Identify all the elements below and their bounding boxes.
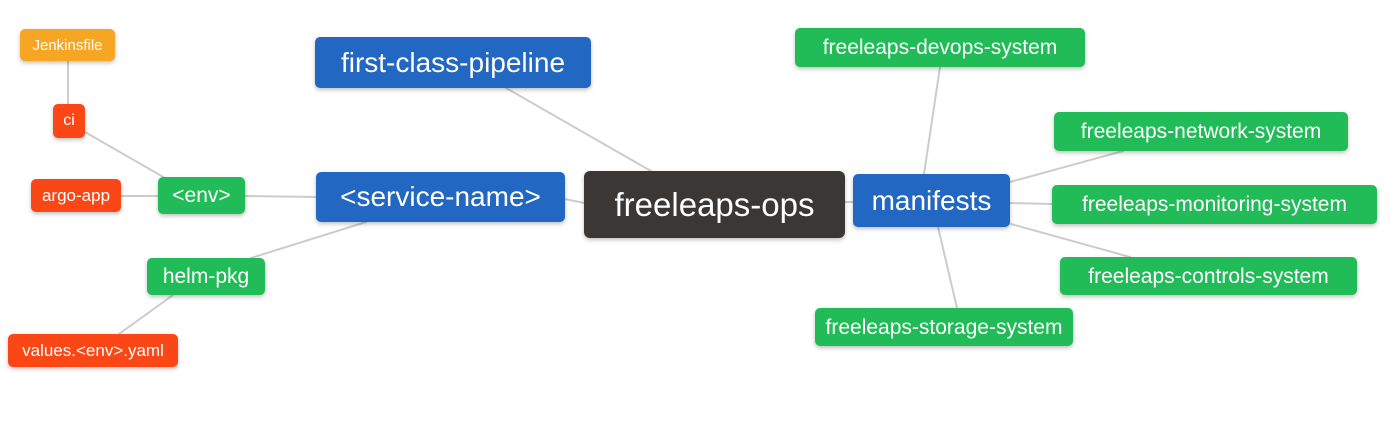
edge-manifests-to-freeleaps-controls-system (1010, 223, 1131, 258)
node-service-name[interactable]: <service-name> (316, 172, 565, 222)
edge-helm-pkg-to-service-name (250, 221, 367, 259)
node-manifests[interactable]: manifests (853, 174, 1010, 227)
edge-manifests-to-freeleaps-network-system (1009, 150, 1124, 183)
edge-values-env-yaml-to-helm-pkg (118, 294, 174, 335)
node-ci[interactable]: ci (53, 104, 85, 138)
node-freeleaps-monitoring-system[interactable]: freeleaps-monitoring-system (1052, 185, 1377, 224)
node-values-env-yaml[interactable]: values.<env>.yaml (8, 334, 178, 367)
node-helm-pkg[interactable]: helm-pkg (147, 258, 265, 295)
edge-service-name-to-freeleaps-ops (564, 198, 585, 204)
edge-manifests-to-freeleaps-monitoring-system (1009, 202, 1053, 205)
node-freeleaps-ops[interactable]: freeleaps-ops (584, 171, 845, 238)
node-freeleaps-devops-system[interactable]: freeleaps-devops-system (795, 28, 1085, 67)
node-freeleaps-storage-system[interactable]: freeleaps-storage-system (815, 308, 1073, 346)
edge-env-to-service-name (244, 195, 317, 198)
edge-ci-to-env (84, 131, 166, 179)
edge-first-class-pipeline-to-freeleaps-ops (505, 87, 652, 172)
node-argo-app[interactable]: argo-app (31, 179, 121, 212)
edge-manifests-to-freeleaps-devops-system (923, 66, 941, 175)
node-freeleaps-controls-system[interactable]: freeleaps-controls-system (1060, 257, 1357, 295)
node-first-class-pipeline[interactable]: first-class-pipeline (315, 37, 591, 88)
node-jenkinsfile[interactable]: Jenkinsfile (20, 29, 115, 61)
node-freeleaps-network-system[interactable]: freeleaps-network-system (1054, 112, 1348, 151)
edge-manifests-to-freeleaps-storage-system (937, 226, 958, 309)
node-env[interactable]: <env> (158, 177, 245, 214)
